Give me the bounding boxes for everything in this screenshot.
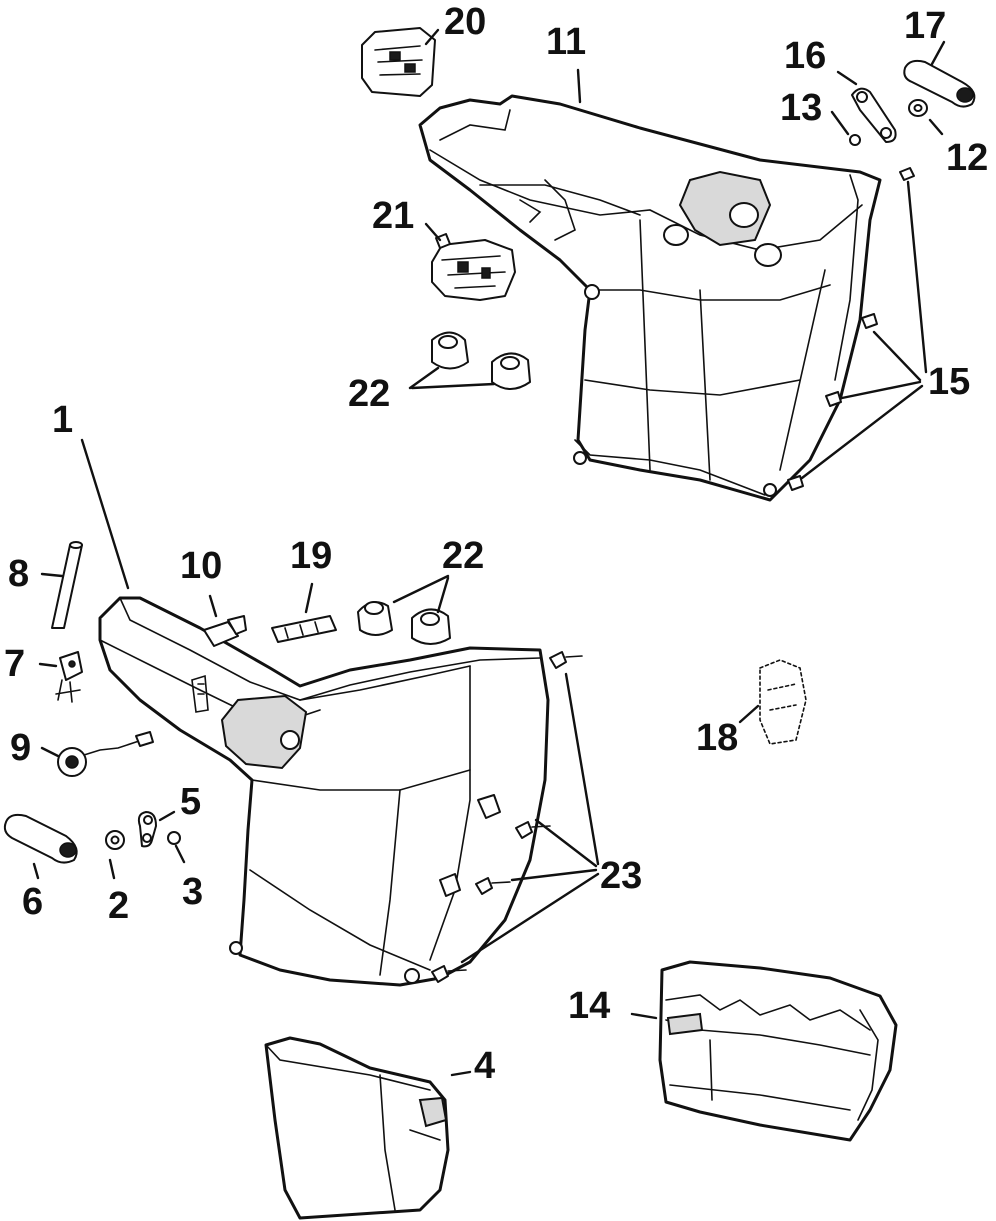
callout-23: 23	[600, 855, 642, 897]
callout-19: 19	[290, 535, 332, 577]
callout-8: 8	[8, 553, 29, 595]
part-16-link	[851, 87, 897, 143]
part-18-optional-part	[759, 659, 807, 745]
callout-14: 14	[568, 985, 610, 1027]
part-22-grommets-upper	[431, 331, 531, 390]
callout-5: 5	[180, 781, 201, 823]
callout-labels: 1 2 3 4 5 6 7 8 9 10 11 12 13 14 15 16 1…	[4, 1, 988, 1087]
part-2-washer	[105, 830, 125, 850]
callout-3: 3	[182, 871, 203, 913]
callout-13: 13	[780, 87, 822, 129]
callout-20: 20	[444, 1, 486, 43]
part-21-latch-assembly	[431, 233, 516, 301]
part-19-seal-strip	[271, 615, 337, 643]
part-9-plug	[57, 731, 154, 777]
part-11-rear-lower-cowl	[418, 94, 882, 502]
part-4-lower-cover	[264, 1036, 450, 1220]
callout-11: 11	[546, 21, 586, 63]
part-17-handle	[903, 59, 976, 108]
part-13-pin	[849, 134, 861, 146]
callout-4: 4	[474, 1045, 495, 1087]
callout-7: 7	[4, 643, 25, 685]
callout-21: 21	[372, 195, 414, 237]
part-22-grommets-lower	[357, 601, 451, 645]
part-12-washer	[908, 99, 928, 117]
part-6-handle	[3, 813, 78, 864]
part-20-latch	[361, 27, 436, 97]
part-15-screws	[787, 167, 915, 491]
callout-16: 16	[784, 35, 826, 77]
leader-lines	[32, 28, 946, 1077]
part-8-rod	[51, 541, 83, 629]
part-7-switch	[55, 651, 83, 703]
callout-17: 17	[904, 5, 946, 47]
callout-15: 15	[928, 361, 970, 403]
callout-18: 18	[696, 717, 738, 759]
callout-9: 9	[10, 727, 31, 769]
callout-1: 1	[52, 399, 73, 441]
callout-22-upper: 22	[348, 373, 390, 415]
callout-10: 10	[180, 545, 222, 587]
part-3-pin	[167, 831, 181, 845]
callout-22-lower: 22	[442, 535, 484, 577]
part-10-fitting	[203, 615, 247, 647]
callout-12: 12	[946, 137, 988, 179]
part-14-lower-rear-cover	[658, 960, 898, 1142]
callout-6: 6	[22, 881, 43, 923]
part-5-link	[137, 811, 157, 848]
part-1-front-lower-cowl	[98, 596, 550, 987]
callout-2: 2	[108, 885, 129, 927]
part-23-screws	[431, 651, 583, 983]
